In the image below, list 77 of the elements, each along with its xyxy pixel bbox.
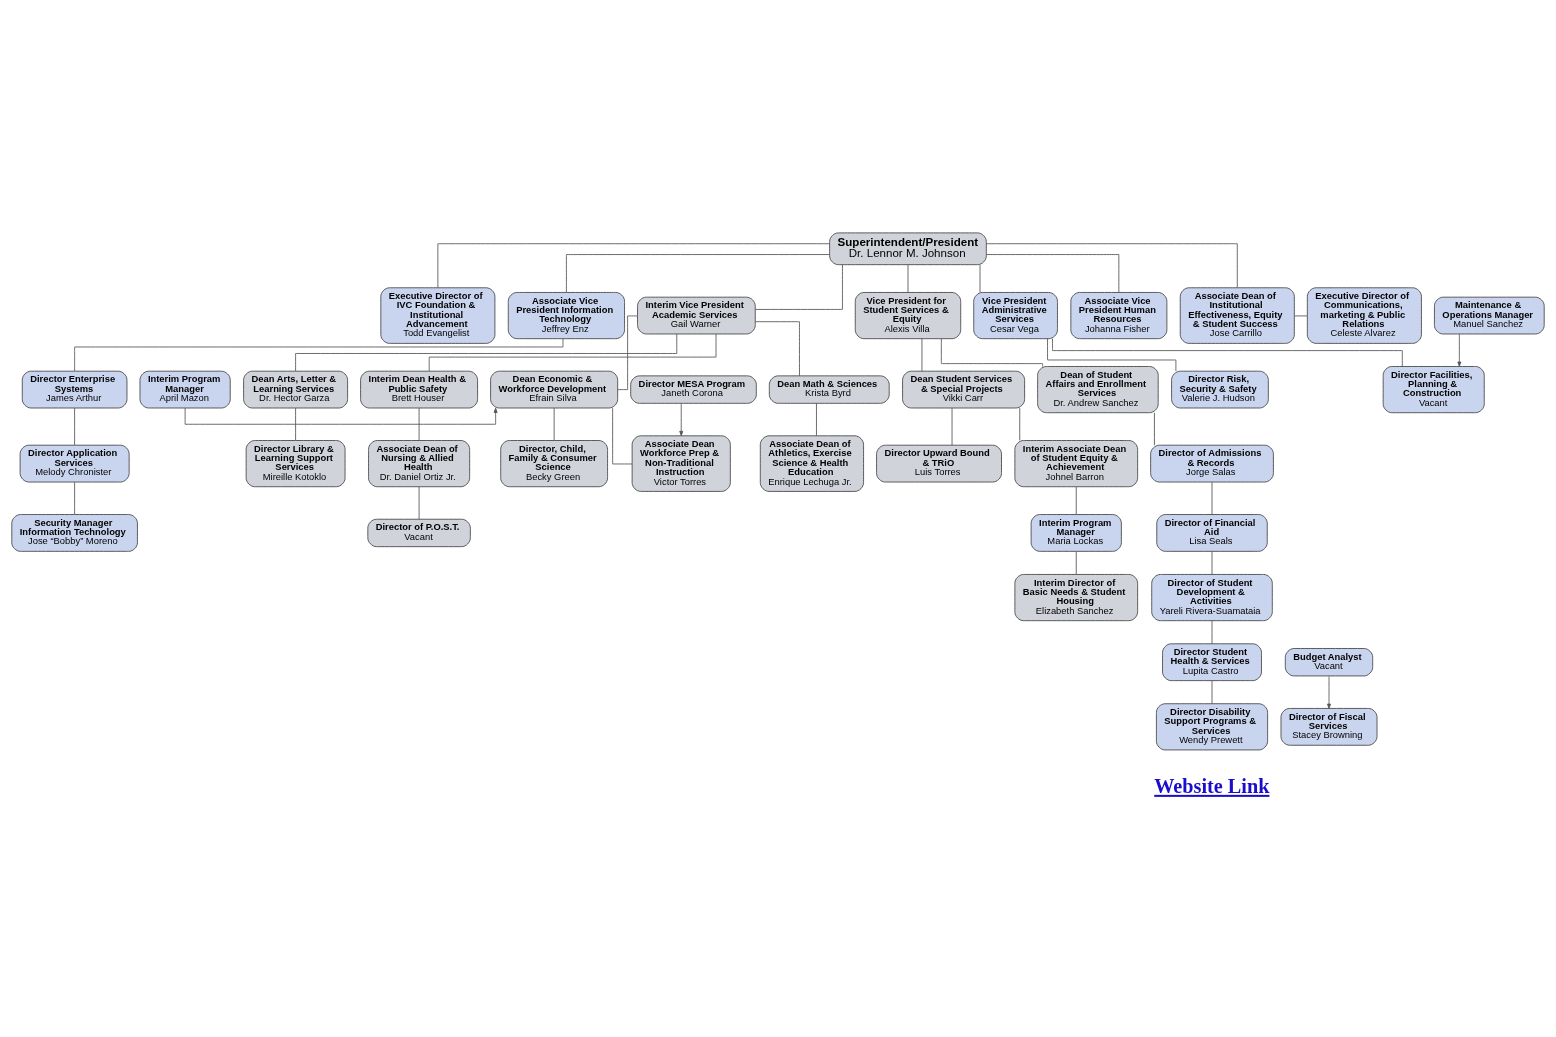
connector [74,338,564,372]
connector [418,486,420,520]
node-box: Vice President Administrative Services Cesar Vega [973,292,1058,340]
connector [553,407,555,441]
node-box: Director Facilities, Planning & Construction Vacant [1382,366,1485,414]
connector [1047,338,1177,372]
connector [1154,412,1155,446]
node-box: Executive Director of Communications, marketing & Public Relations Celeste Alvarez [1306,287,1422,344]
node-box: Associate Vice President Human Resources Johanna Fisher [1070,292,1168,340]
node-box: Dean Student Services & Special Projects Vikki Carr [902,370,1026,409]
node-box: Director Student Health & Services Lupita Castro [1162,643,1262,682]
node-box: Superintendent/President Dr. Lennor M. Johnson [829,232,987,266]
node-box: Director Disability Support Programs & Services Wendy Prewett [1155,703,1269,751]
node-box: Interim Director of Basic Needs & Student Housing Elizabeth Sanchez [1014,574,1139,622]
connector [1211,551,1213,575]
connector [437,243,830,289]
node-box: Director Risk, Security & Safety Valerie J. Hudson [1171,370,1269,409]
connector [1211,481,1213,515]
connector [612,407,633,465]
node-box: Security Manager Information Technology Jose “Bobby” Moreno [11,514,138,552]
connector [755,321,800,377]
connector [907,264,909,293]
label: Website Link [1154,774,1270,797]
node-box: Interim Dean Health & Public Safety Brett Houser [360,370,478,409]
connector [1075,486,1077,515]
node-box: Associate Vice President Information Technology Jeffrey Enz [507,292,625,340]
node-box: Dean Math & Sciences Krista Byrd [768,375,890,404]
node-box: Director of P.O.S.T. Vacant [367,518,471,548]
node-box: Associate Dean of Athletics, Exercise Science & Health Education Enrique Lechuga Jr. [759,435,864,492]
connector [295,333,678,372]
node-box: Associate Dean Workforce Prep & Non-Traditional Instruction Victor Torres [631,435,731,492]
connector [1075,551,1077,575]
node-box: Director Library & Learning Support Services Mireille Kotoklo [245,440,346,488]
node-box: Interim Program Manager April Mazon [139,370,231,409]
node-box: Director Enterprise Systems James Arthur [21,370,128,409]
node-box: Director, Child, Family & Consumer Science Becky Green [500,440,608,488]
arrow [679,403,684,437]
node-box: Associate Dean of Institutional Effectiveness, Equity & Student Success Jose Carrillo [1179,287,1295,344]
node-box: Director of Student Development & Activities Yareli Rivera-Suamataia [1151,574,1273,622]
connector [1211,620,1213,645]
node-box: Director Application Services Melody Chronister [19,444,130,483]
connector [754,264,843,310]
node-box: Executive Director of IVC Foundation & Institutional Advancement Todd Evangelist [380,287,496,344]
node-box: Interim Program Manager Maria Lockas [1030,514,1122,552]
node-box: Dean Economic & Workforce Development Efrain Silva [490,370,619,409]
node-box: Budget Analyst Vacant [1284,648,1374,677]
connector [986,243,1238,289]
arrow [1457,333,1462,367]
connector [428,333,717,372]
connector [921,338,923,372]
node-box: Dean Arts, Letter & Learning Services Dr. Hector Garza [243,370,349,409]
connector [74,481,76,515]
connector [816,403,817,437]
connector [979,264,981,293]
connector [1294,315,1308,317]
connector [565,254,831,293]
node-box: Associate Dean of Nursing & Allied Health Dr. Daniel Ortiz Jr. [368,440,471,488]
node-box: Vice President for Student Services & Equity Alexis Villa [854,292,962,340]
arrow [1327,675,1331,709]
node-box: Director of Fiscal Services Stacey Browning [1280,708,1378,746]
node-box: Dean of Student Affairs and Enrollment Services Dr. Andrew Sanchez [1037,366,1159,414]
connector [951,407,953,446]
connector [295,407,297,441]
connector [986,254,1120,293]
connector [617,315,638,391]
node-box: Director Upward Bound & TRiO Luis Torres [876,444,1002,483]
connector [940,338,1043,367]
node-box: Director of Admissions & Records Jorge Salas [1150,444,1274,483]
connector [1211,680,1213,705]
node-box: Director MESA Program Janeth Corona [630,375,757,404]
node-box: Interim Vice President Academic Services Gail Warner [637,296,756,335]
connector [418,407,420,441]
node-box: Director of Financial Aid Lisa Seals [1156,514,1268,552]
node-box: Maintenance & Operations Manager Manuel Sanchez [1434,296,1545,335]
connector [1019,407,1021,441]
node-box: Interim Associate Dean of Student Equity & Achievement Johnel Barron [1014,440,1139,488]
connector [74,407,76,446]
